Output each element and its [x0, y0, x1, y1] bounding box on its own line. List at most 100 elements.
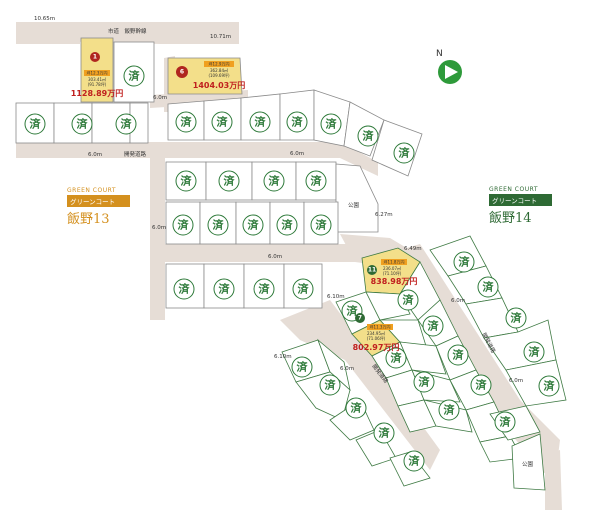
- svg-text:済: 済: [500, 415, 512, 429]
- sold-mark: 済: [173, 278, 195, 300]
- svg-text:済: 済: [428, 319, 440, 333]
- sold-mark: 済: [413, 371, 435, 393]
- svg-text:済: 済: [77, 117, 89, 131]
- sold-mark: 済: [276, 214, 298, 236]
- tsubo-tag: [367, 324, 393, 330]
- sold-mark: 済: [538, 375, 560, 397]
- lot-price: 802.97万円: [353, 343, 400, 352]
- dimension-label: 6.0m: [290, 151, 304, 157]
- lot-area: 236.07㎡: [383, 265, 401, 271]
- svg-text:済: 済: [403, 293, 415, 307]
- road-north-south: [150, 150, 165, 320]
- sold-mark: 済: [175, 170, 197, 192]
- svg-text:済: 済: [316, 218, 328, 232]
- dimension-label: 6.10m: [327, 294, 345, 300]
- svg-text:済: 済: [325, 378, 337, 392]
- sold-mark: 済: [373, 422, 395, 444]
- brand-english: GREEN COURT: [67, 187, 116, 194]
- svg-text:済: 済: [30, 117, 42, 131]
- dimension-label: 6.0m: [153, 95, 167, 101]
- svg-text:済: 済: [181, 115, 193, 129]
- park-east: [511, 433, 546, 491]
- sold-mark: 済: [494, 411, 516, 433]
- compass: N: [436, 49, 462, 84]
- lot-c2[interactable]: [205, 161, 253, 201]
- dimension-label: 6.0m: [340, 366, 354, 372]
- lot-price: 1128.89万円: [71, 89, 123, 98]
- sold-mark: 済: [291, 356, 313, 378]
- svg-text:済: 済: [181, 174, 193, 188]
- compass-north-label: N: [436, 49, 443, 59]
- dimension-label: 6.10m: [274, 354, 292, 360]
- park-west: [335, 163, 379, 233]
- tsubo-price: 坪11.8万円: [384, 259, 405, 265]
- svg-text:済: 済: [224, 174, 236, 188]
- sold-mark: 済: [453, 251, 475, 273]
- dev-road-label: 開発道路: [124, 150, 147, 158]
- brand-kana: グリーンコート: [489, 194, 552, 206]
- svg-text:済: 済: [511, 311, 523, 325]
- svg-text:済: 済: [292, 115, 304, 129]
- dimension-label: 10.71m: [210, 34, 231, 40]
- sold-mark: 済: [286, 111, 308, 133]
- svg-text:済: 済: [529, 345, 541, 359]
- sold-mark: 済: [357, 125, 379, 147]
- gc13-lots: [15, 37, 423, 309]
- sold-mark: 済: [397, 289, 419, 311]
- park-label: 公園: [348, 202, 360, 209]
- featured-lot-6[interactable]: 6 坪12.9万円 362.84㎡ (109.69坪) 1404.03万円: [176, 61, 245, 91]
- sold-mark: 済: [218, 170, 240, 192]
- sold-mark: 済: [249, 111, 271, 133]
- dimension-label: 6.0m: [451, 298, 465, 304]
- sold-mark: 済: [345, 397, 367, 419]
- svg-text:済: 済: [363, 129, 375, 143]
- featured-lot-11[interactable]: 11 坪11.8万円 236.07㎡ (71.10坪) 838.98万円: [367, 259, 417, 287]
- svg-text:済: 済: [259, 282, 271, 296]
- sold-mark: 済: [310, 214, 332, 236]
- sold-mark: 済: [422, 315, 444, 337]
- tsubo-price: 坪12.3万円: [87, 70, 108, 76]
- brand-gc13: GREEN COURT グリーンコート 飯野13: [67, 187, 130, 227]
- brand-english: GREEN COURT: [489, 186, 538, 193]
- sold-mark: 済: [320, 113, 342, 135]
- sold-mark: 済: [505, 307, 527, 329]
- svg-text:済: 済: [483, 280, 495, 294]
- sold-mark: 済: [213, 278, 235, 300]
- sold-mark: 済: [253, 278, 275, 300]
- dev-road-west: [16, 142, 378, 176]
- lot-number: 7: [358, 315, 362, 322]
- sold-mark: 済: [175, 111, 197, 133]
- lot-area-tsubo: (71.06坪): [367, 335, 386, 341]
- lot-g2[interactable]: [399, 341, 447, 375]
- lot-area-tsubo: (91.78坪): [88, 81, 107, 87]
- svg-text:済: 済: [255, 115, 267, 129]
- lot-number-badge: [176, 66, 188, 78]
- sold-mark: 済: [211, 111, 233, 133]
- sold-mark: 済: [71, 113, 93, 135]
- svg-text:済: 済: [213, 218, 225, 232]
- svg-text:済: 済: [217, 115, 229, 129]
- svg-text:済: 済: [248, 218, 260, 232]
- dimension-label: 10.65m: [34, 16, 55, 22]
- dimension-label: 6.0m: [268, 254, 282, 260]
- tsubo-price: 坪12.9万円: [209, 61, 230, 67]
- svg-text:済: 済: [544, 379, 556, 393]
- svg-text:済: 済: [347, 304, 359, 318]
- lot-price: 838.98万円: [371, 277, 418, 286]
- featured-lot-7[interactable]: 7 坪11.3万円 234.95㎡ (71.06坪) 802.97万円: [353, 313, 400, 352]
- sold-mark: 済: [385, 347, 407, 369]
- road-top-west: [16, 36, 80, 44]
- sold-mark: 済: [477, 276, 499, 298]
- sold-mark: 済: [242, 214, 264, 236]
- tsubo-tag: [381, 259, 407, 265]
- sold-marks: 済 済 済 済 済 済 済 済 済 済 済 済 済 済 済 済 済 済 済 済 …: [24, 65, 560, 472]
- dimension-label: 6.49m: [404, 246, 422, 252]
- svg-text:済: 済: [419, 375, 431, 389]
- featured-lot-1[interactable]: 1 坪12.3万円 303.41㎡ (91.78坪) 1128.89万円: [71, 52, 123, 98]
- sold-mark: 済: [292, 278, 314, 300]
- lot-area: 362.84㎡: [210, 67, 228, 73]
- tsubo-tag: [84, 70, 110, 76]
- svg-text:済: 済: [219, 282, 231, 296]
- city-road-label: 市道 飯野幹線: [108, 27, 147, 35]
- svg-text:済: 済: [121, 117, 133, 131]
